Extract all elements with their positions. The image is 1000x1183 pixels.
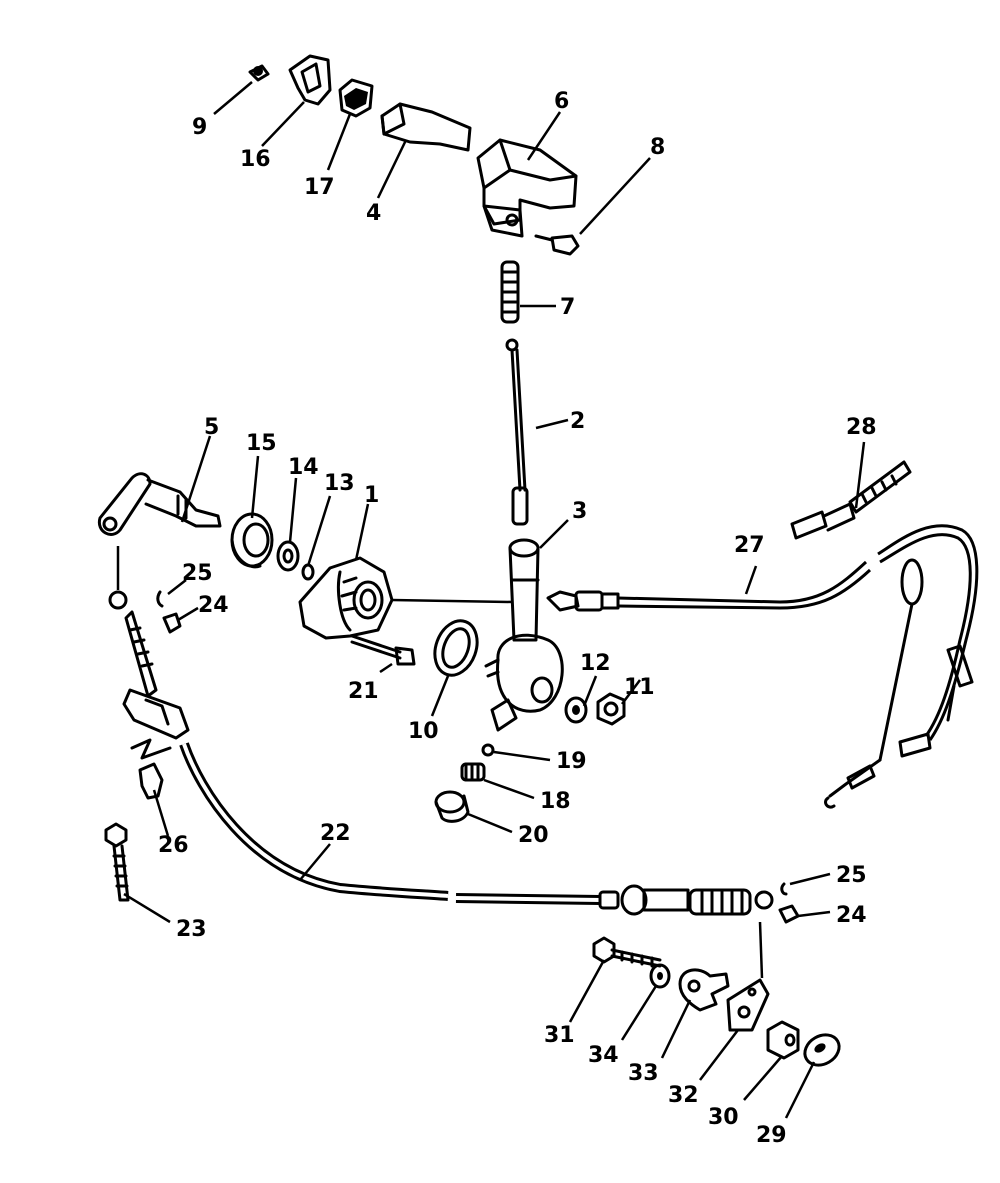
callout-22: 22 <box>320 821 351 846</box>
callout-8: 8 <box>650 135 665 160</box>
part-28-strap <box>790 460 912 540</box>
part-14-washer <box>276 540 300 572</box>
part-2-rod <box>505 338 529 526</box>
callout-31: 31 <box>544 1023 575 1048</box>
part-22-cable-run-1 <box>179 742 449 901</box>
callout-21: 21 <box>348 679 379 704</box>
callout-29: 29 <box>756 1123 787 1148</box>
part-10-seal <box>433 619 479 677</box>
part-25-cotter-pin-lower <box>780 882 788 896</box>
callout-33: 33 <box>628 1061 659 1086</box>
callout-24-upper: 24 <box>198 593 229 618</box>
part-27-cable-hardware <box>824 558 974 809</box>
part-3-shift-shaft <box>484 538 564 732</box>
callout-10: 10 <box>408 719 439 744</box>
callout-23: 23 <box>176 917 207 942</box>
part-4-lever-pad <box>380 102 472 152</box>
callout-25-upper: 25 <box>182 561 213 586</box>
part-29-plate <box>803 1033 841 1067</box>
part-17-block <box>338 78 374 118</box>
callout-34: 34 <box>588 1043 619 1068</box>
callout-28: 28 <box>846 415 877 440</box>
part-21-bolt <box>350 634 416 666</box>
part-32-lever <box>726 978 770 1032</box>
part-5-lever-shaft <box>97 472 222 536</box>
part-30-bushing <box>766 1020 800 1060</box>
leader-lines <box>116 81 866 1119</box>
part-22-cable-end-right <box>598 884 774 916</box>
callout-13: 13 <box>324 471 355 496</box>
callout-3: 3 <box>572 499 587 524</box>
part-34-washer <box>649 963 671 989</box>
part-31-bolt <box>592 936 662 968</box>
callout-25-lower: 25 <box>836 863 867 888</box>
part-8-screw <box>534 234 580 256</box>
callout-20: 20 <box>518 823 549 848</box>
part-11-nut <box>596 692 626 726</box>
callout-17: 17 <box>304 175 335 200</box>
part-12-washer <box>564 696 588 724</box>
callout-12: 12 <box>580 651 611 676</box>
part-7-threaded-stud <box>500 260 520 324</box>
callout-2: 2 <box>570 409 585 434</box>
part-24-pin-upper <box>162 612 182 634</box>
part-1-housing <box>298 556 394 640</box>
callout-6: 6 <box>554 89 569 114</box>
part-18-spring <box>460 762 486 782</box>
callout-1: 1 <box>364 483 379 508</box>
callout-14: 14 <box>288 455 319 480</box>
break-mark <box>130 738 172 760</box>
callout-7: 7 <box>560 295 575 320</box>
part-13-o-ring <box>301 563 315 581</box>
part-27-cable <box>546 524 979 741</box>
part-26-fitting <box>138 762 164 800</box>
part-9-screw <box>248 64 270 82</box>
callouts: 9 16 17 4 6 8 7 2 3 5 15 14 13 1 21 10 1… <box>158 89 877 1148</box>
part-23-bolt <box>104 822 130 902</box>
callout-32: 32 <box>668 1083 699 1108</box>
part-22-cable-end-left <box>108 590 190 740</box>
callout-30: 30 <box>708 1105 739 1130</box>
part-19-ball <box>481 743 495 757</box>
callout-15: 15 <box>246 431 277 456</box>
callout-19: 19 <box>556 749 587 774</box>
part-24-pin-lower <box>778 904 800 924</box>
callout-26: 26 <box>158 833 189 858</box>
callout-24-lower: 24 <box>836 903 867 928</box>
part-33-bracket <box>678 968 730 1012</box>
part-25-cotter-pin-upper <box>156 590 164 608</box>
callout-18: 18 <box>540 789 571 814</box>
part-20-sleeve <box>434 790 470 823</box>
callout-16: 16 <box>240 147 271 172</box>
callout-5: 5 <box>204 415 219 440</box>
callout-11: 11 <box>624 675 655 700</box>
callout-4: 4 <box>366 201 381 226</box>
part-16-clip <box>288 54 332 106</box>
callout-9: 9 <box>192 115 207 140</box>
callout-27: 27 <box>734 533 765 558</box>
part-15-bearing <box>230 512 274 569</box>
part-6-grip <box>476 138 578 238</box>
